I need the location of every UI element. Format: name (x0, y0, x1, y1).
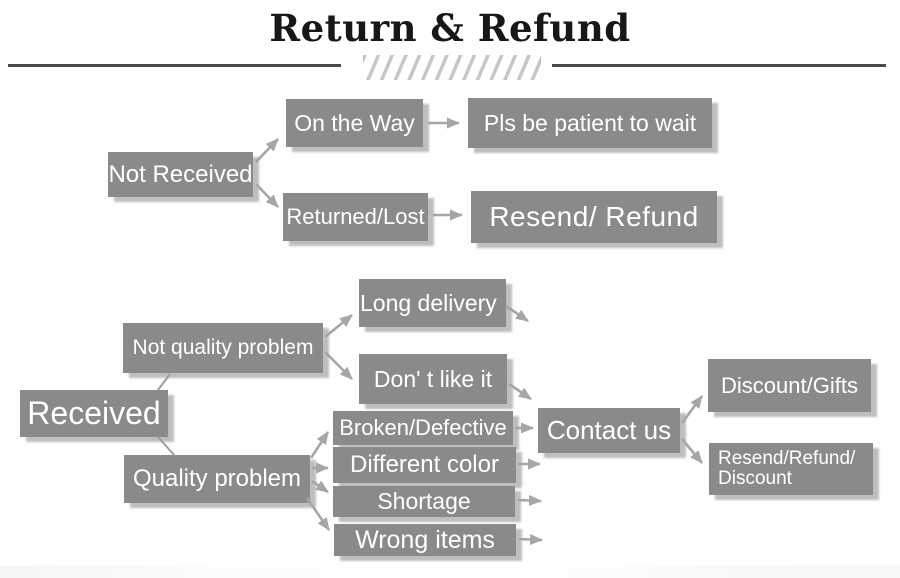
node-different-color: Different color (333, 447, 516, 483)
node-resend-refund-discount-line2: Discount (718, 468, 792, 489)
node-resend-refund-discount-line1: Resend/Refund/ (718, 448, 856, 470)
divider-left-line (8, 64, 341, 67)
arrow-notquality-longdelivery (324, 313, 353, 339)
arrow-quality-wrongitems (305, 497, 331, 531)
node-on-the-way: On the Way (286, 99, 423, 147)
arrow-quality-shortage (311, 479, 329, 494)
node-pls-be-patient: Pls be patient to wait (468, 98, 712, 148)
arrow-contact-resenddiscount (681, 438, 703, 464)
arrow-notquality-dontlike (324, 351, 353, 380)
node-resend-refund: Resend/ Refund (471, 191, 717, 243)
node-not-received: Not Received (108, 152, 253, 197)
node-dont-like-it: Don' t like it (359, 354, 507, 404)
divider-right-line (552, 64, 886, 67)
node-discount-gifts: Discount/Gifts (708, 359, 871, 412)
arrow-quality-broken (309, 431, 330, 459)
arrow-wrongitems-contact (518, 533, 543, 545)
arrow-notreceived-ontheway (255, 138, 279, 163)
node-shortage: Shortage (333, 486, 515, 517)
node-contact-us: Contact us (538, 408, 680, 453)
node-returned-lost: Returned/Lost (283, 193, 428, 241)
arrow-longdelivery-contact (505, 304, 529, 323)
arrow-shortage-contact (517, 494, 542, 506)
arrow-dontlike-contact (508, 382, 532, 401)
arrow-notreceived-returned (255, 183, 279, 208)
node-resend-refund-discount: Resend/Refund/ Discount (709, 443, 873, 495)
node-received: Received (20, 390, 168, 437)
node-quality-problem: Quality problem (124, 455, 310, 503)
line-received-notquality (157, 373, 171, 391)
node-broken-defective: Broken/Defective (333, 411, 513, 445)
node-wrong-items: Wrong items (334, 524, 516, 556)
node-not-quality-problem: Not quality problem (123, 323, 323, 373)
divider-hatch-icon (363, 55, 541, 80)
page-title: Return & Refund (269, 6, 631, 50)
line-received-quality (157, 436, 176, 457)
node-long-delivery: Long delivery (359, 279, 506, 327)
arrow-contact-discountgifts (680, 395, 704, 424)
